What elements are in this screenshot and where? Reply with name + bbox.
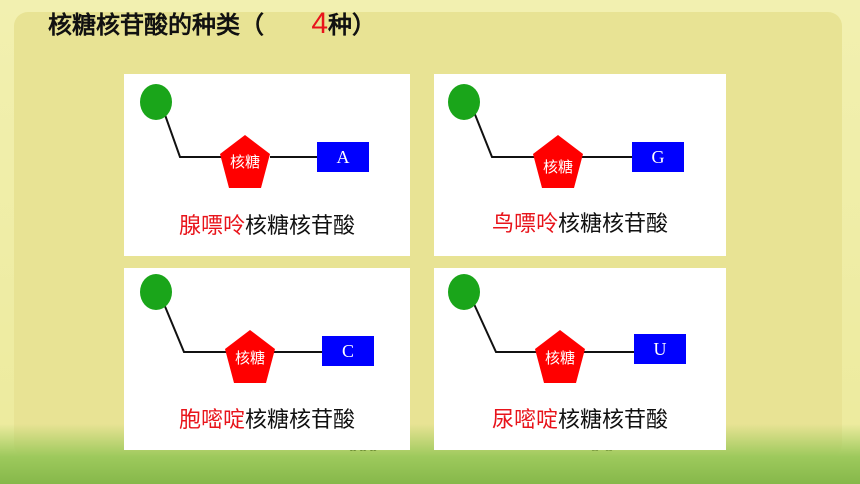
nucleotide-card-adenine: 核糖 A 腺嘌呤核糖核苷酸 [124,74,410,256]
phosphate-circle [448,84,480,120]
bond-line [163,303,238,353]
base-box [632,142,684,172]
base-box [322,336,374,366]
base-name: 尿嘧啶 [491,408,558,433]
page-title: 核糖核苷酸的种类（ 4种） [48,8,376,41]
rest-name: 核糖核苷酸 [558,212,669,237]
nucleotide-name: 胞嘧啶核糖核苷酸 [124,402,410,434]
ribose-pentagon [225,330,275,383]
nucleotide-diagram: 核糖 A [140,84,369,188]
phosphate-circle [140,274,172,310]
bond-line [473,111,546,158]
nucleotide-name: 尿嘧啶核糖核苷酸 [434,402,726,434]
rest-name: 核糖核苷酸 [245,214,356,239]
base-letter: C [342,341,354,361]
title-suffix: 种） [328,11,376,39]
phosphate-circle [140,84,172,120]
sugar-label: 核糖 [545,349,575,367]
nucleotide-diagram: 核糖 U [448,274,686,383]
nucleotide-card-guanine: 核糖 G 鸟嘌呤核糖核苷酸 [434,74,726,256]
base-name: 腺嘌呤 [178,214,245,239]
phosphate-circle [448,274,480,310]
nucleotide-diagram: 核糖 G [448,84,684,188]
nucleotide-name: 鸟嘌呤核糖核苷酸 [434,206,726,238]
sugar-label: 核糖 [235,349,265,367]
base-letter: A [337,147,350,167]
nucleotide-card-uracil: 核糖 U 尿嘧啶核糖核苷酸 [434,268,726,450]
bond-line [473,303,548,353]
rest-name: 核糖核苷酸 [245,408,356,433]
nucleotide-diagram: 核糖 C [140,274,374,383]
sugar-label: 核糖 [230,153,260,171]
ribose-pentagon [533,135,583,188]
title-answer: 4 [311,7,328,40]
nucleotide-card-cytosine: 核糖 C 胞嘧啶核糖核苷酸 [124,268,410,450]
base-name: 胞嘧啶 [178,408,245,433]
ribose-pentagon [220,135,270,188]
rest-name: 核糖核苷酸 [558,408,669,433]
base-box [317,142,369,172]
bond-line [163,111,234,158]
base-letter: U [654,339,667,359]
base-letter: G [652,147,665,167]
ribose-pentagon [535,330,585,383]
title-prefix: 核糖核苷酸的种类（ [48,11,264,39]
base-name: 鸟嘌呤 [491,212,558,237]
base-box [634,334,686,364]
sugar-label: 核糖 [543,158,573,176]
nucleotide-name: 腺嘌呤核糖核苷酸 [124,208,410,240]
